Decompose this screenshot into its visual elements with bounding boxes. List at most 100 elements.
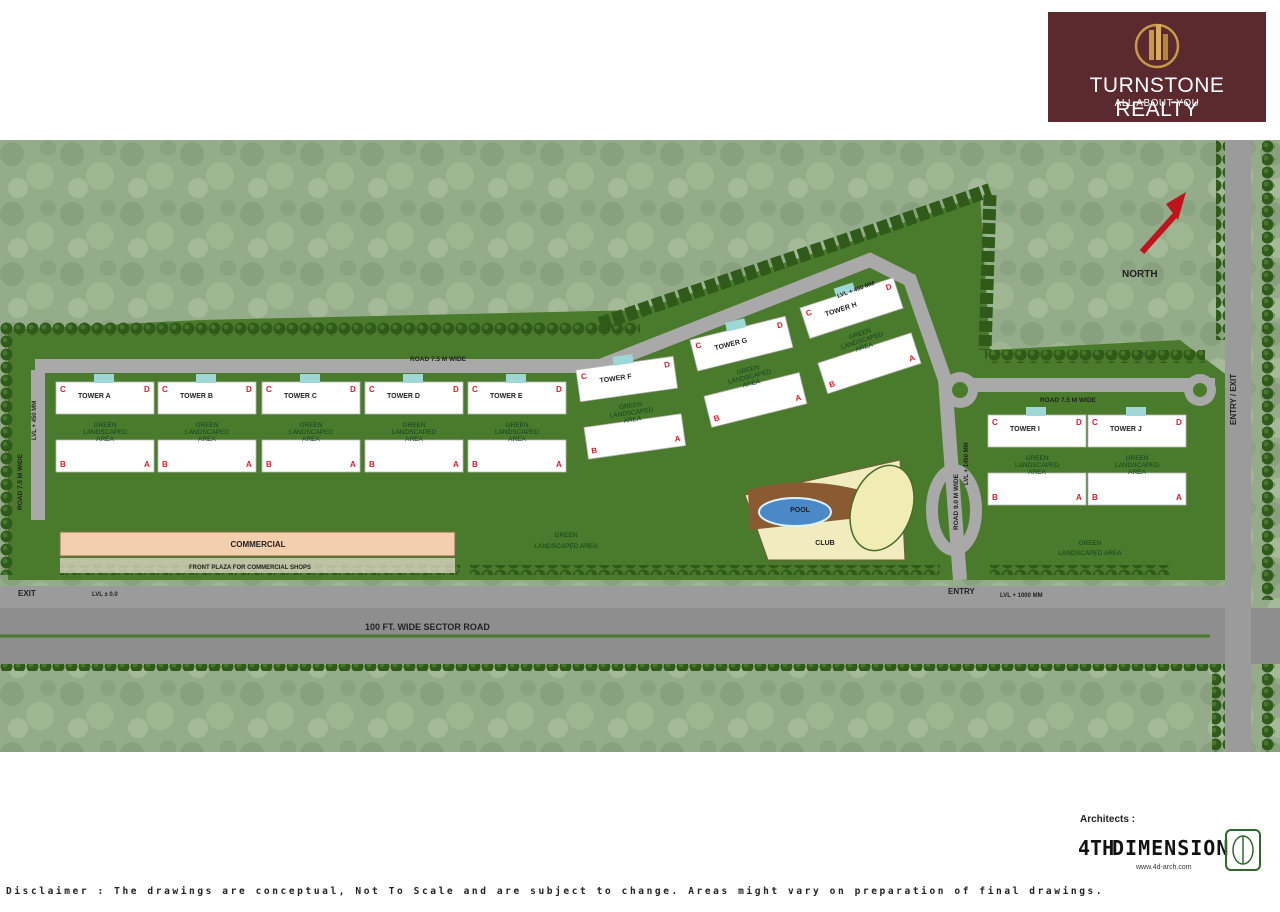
tree-row: [597, 183, 993, 331]
tower-wing-top: [157, 381, 257, 415]
architect-name-a: 4TH: [1078, 836, 1115, 860]
commercial-label: COMMERCIAL: [230, 540, 285, 549]
unit-tr-label: D: [350, 385, 356, 394]
unit-tl-label: C: [580, 372, 587, 382]
unit-tl-label: C: [369, 385, 375, 394]
unit-bl-label: B: [472, 460, 478, 469]
tower-core: [300, 374, 320, 383]
courtyard-label: AREA: [1128, 469, 1146, 476]
green-area-label: LANDSCAPED AREA: [1058, 550, 1122, 557]
unit-tr-label: D: [1176, 418, 1182, 427]
courtyard-label: AREA: [302, 436, 320, 443]
sector-road-label: 100 FT. WIDE SECTOR ROAD: [365, 622, 490, 632]
courtyard-label: GREEN: [299, 422, 322, 429]
unit-tr-label: D: [144, 385, 150, 394]
unit-br-label: A: [794, 393, 802, 403]
unit-br-label: A: [674, 434, 681, 444]
tower-core: [403, 374, 423, 383]
unit-bl-label: B: [1092, 493, 1098, 502]
unit-br-label: A: [1176, 493, 1182, 502]
pool-label: POOL: [790, 507, 811, 514]
architects-label: Architects :: [1080, 814, 1136, 825]
tower-core: [94, 374, 114, 383]
unit-tl-label: C: [60, 385, 66, 394]
club-label: CLUB: [815, 540, 834, 547]
tower-label: TOWER D: [387, 393, 420, 400]
level-entry-label: LVL + 1000 MM: [1000, 593, 1043, 599]
tower-wing-bottom: [261, 439, 361, 473]
unit-br-label: A: [246, 460, 252, 469]
unit-tl-label: C: [266, 385, 272, 394]
courtyard-label: LANDSCAPED: [83, 429, 127, 436]
courtyard-label: AREA: [1028, 469, 1046, 476]
road-left-label: ROAD 7.5 M WIDE: [17, 453, 24, 510]
unit-tr-label: D: [1076, 418, 1082, 427]
tower-core: [506, 374, 526, 383]
tower-label: TOWER E: [490, 393, 523, 400]
tower-label: TOWER I: [1010, 426, 1040, 433]
brand-tagline: ALL ABOUT YOU: [1114, 98, 1200, 109]
north-arrow-icon: [1166, 192, 1186, 220]
tower-wing-bottom: [987, 472, 1087, 506]
level-left-label: LVL + 450 MM: [32, 401, 38, 440]
pool: [758, 497, 832, 527]
tower-core: [612, 354, 634, 366]
unit-tl-label: C: [805, 308, 813, 318]
courtyard-label: GREEN: [1125, 455, 1148, 462]
courtyard-label: LANDSCAPED: [289, 429, 333, 436]
architect-website: www.4d-arch.com: [1136, 864, 1192, 871]
unit-bl-label: B: [591, 446, 598, 456]
courtyard-label: AREA: [198, 436, 216, 443]
architect-logo-icon: [1225, 829, 1261, 871]
brand-name: TURNSTONE REALTY: [1089, 74, 1225, 121]
road: [0, 586, 1225, 608]
unit-bl-label: B: [266, 460, 272, 469]
unit-bl-label: B: [162, 460, 168, 469]
tower-wing-bottom: [817, 332, 922, 395]
tower-core: [1026, 407, 1046, 416]
tower-wing-bottom: [467, 439, 567, 473]
unit-tr-label: D: [885, 282, 893, 292]
internal-road: [31, 252, 967, 581]
tower-label: TOWER C: [284, 393, 317, 400]
building-swirl-icon: [1134, 23, 1180, 69]
courtyard-label: GREEN: [619, 401, 643, 411]
tower-wing-bottom: [364, 439, 464, 473]
tower-core: [724, 318, 747, 332]
commercial-block: [59, 531, 456, 557]
tower-wing-top: [55, 381, 155, 415]
tower-label: TOWER A: [78, 393, 111, 400]
courtyard-label: LANDSCAPED: [185, 429, 229, 436]
tower-label: TOWER F: [599, 373, 633, 385]
brand-logo: TURNSTONE REALTY ALL ABOUT YOU: [1048, 12, 1266, 122]
unit-bl-label: B: [992, 493, 998, 502]
front-plaza: [60, 558, 455, 573]
unit-tr-label: D: [453, 385, 459, 394]
courtyard-label: AREA: [623, 415, 642, 424]
unit-bl-label: B: [60, 460, 66, 469]
unit-bl-label: B: [369, 460, 375, 469]
unit-tr-label: D: [246, 385, 252, 394]
tower-wing-bottom: [157, 439, 257, 473]
courtyard-label: LANDSCAPED: [1015, 462, 1059, 469]
entry-exit-label: ENTRY / EXIT: [1229, 374, 1238, 425]
tree-row: [0, 322, 640, 336]
unit-br-label: A: [350, 460, 356, 469]
tower-label: TOWER B: [180, 393, 213, 400]
unit-br-label: A: [453, 460, 459, 469]
front-plaza-label: FRONT PLAZA FOR COMMERCIAL SHOPS: [189, 565, 311, 571]
exit-label: EXIT: [18, 589, 36, 598]
courtyard-label: AREA: [405, 436, 423, 443]
courtyard-label: AREA: [96, 436, 114, 443]
architect-name-b: DIMENSION: [1112, 836, 1230, 860]
unit-tl-label: C: [1092, 418, 1098, 427]
unit-br-label: A: [1076, 493, 1082, 502]
